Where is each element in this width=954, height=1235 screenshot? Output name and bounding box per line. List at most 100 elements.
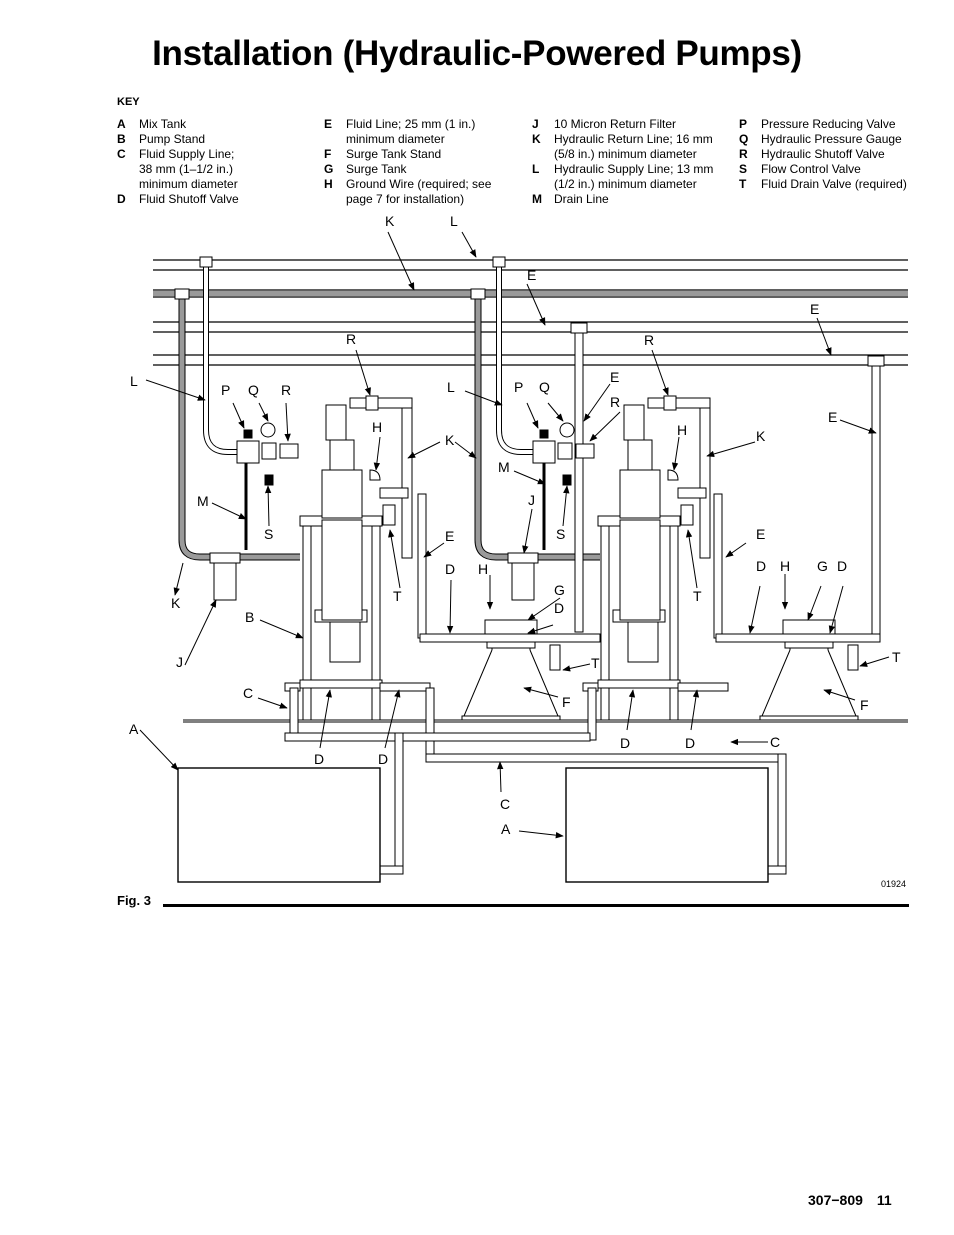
key-description: Ground Wire (required; see page 7 for in… <box>346 176 492 206</box>
key-entry: Q Hydraulic Pressure Gauge <box>739 132 929 147</box>
key-description: Pump Stand <box>139 131 206 146</box>
figure-rule <box>163 904 909 907</box>
callout-R: R <box>644 332 654 348</box>
callout-T: T <box>892 649 901 665</box>
key-letter: K <box>532 131 541 146</box>
callout-K: K <box>385 213 395 229</box>
key-description: Hydraulic Return Line; 16 mm (5/8 in.) m… <box>554 131 713 161</box>
surge-tank-right <box>715 619 881 721</box>
callout-F: F <box>860 697 869 713</box>
callout-T: T <box>693 588 702 604</box>
key-letter: F <box>324 146 332 161</box>
page-title: Installation (Hydraulic-Powered Pumps) <box>152 34 802 73</box>
key-entry: J 10 Micron Return Filter <box>532 117 727 132</box>
key-column-4: P Pressure Reducing Valve Q Hydraulic Pres… <box>739 117 929 192</box>
callout-M: M <box>498 459 510 475</box>
surge-tank-left <box>419 619 601 721</box>
key-description: Pressure Reducing Valve <box>761 117 896 131</box>
key-entry: T Fluid Drain Valve (required) <box>739 177 929 192</box>
key-description: 10 Micron Return Filter <box>554 117 677 131</box>
callout-E: E <box>527 267 536 283</box>
callout-R: R <box>281 382 291 398</box>
key-description: Mix Tank <box>139 117 187 131</box>
callout-P: P <box>221 382 230 398</box>
callout-E: E <box>756 526 765 542</box>
callout-arrows <box>139 231 890 839</box>
key-letter: M <box>532 191 542 206</box>
key-letter: A <box>117 117 126 131</box>
pump-assembly-right <box>582 395 729 741</box>
callout-Q: Q <box>539 379 550 395</box>
key-letter: B <box>117 131 126 146</box>
document-number: 307−809 <box>808 1192 863 1208</box>
callout-D: D <box>314 751 324 767</box>
callout-K: K <box>171 595 181 611</box>
pump-assembly-left <box>284 395 435 761</box>
callout-D: D <box>685 735 695 751</box>
key-description: Fluid Drain Valve (required) <box>761 176 907 191</box>
key-description: Surge Tank <box>346 161 407 176</box>
callout-labels: K L E E R R L E P Q R L P Q R E H H K K … <box>129 213 901 837</box>
callout-C: C <box>500 796 510 812</box>
fluid-supply-lines <box>284 732 787 875</box>
key-letter: G <box>324 161 334 176</box>
callout-T: T <box>393 588 402 604</box>
callout-H: H <box>478 561 488 577</box>
hydraulic-hoses-right <box>470 256 600 561</box>
callout-S: S <box>556 526 565 542</box>
callout-A: A <box>501 821 511 837</box>
key-letter: J <box>532 117 539 131</box>
key-description: Hydraulic Supply Line; 13 mm (1/2 in.) m… <box>554 161 714 191</box>
callout-H: H <box>372 419 382 435</box>
callout-E: E <box>810 301 819 317</box>
callout-T: T <box>591 655 600 671</box>
key-letter: Q <box>739 131 749 146</box>
callout-A: A <box>129 721 139 737</box>
key-entry: M Drain Line <box>532 192 727 207</box>
callout-C: C <box>770 734 780 750</box>
callout-J: J <box>528 492 535 508</box>
key-description: Flow Control Valve <box>761 161 861 176</box>
callout-R: R <box>610 394 620 410</box>
key-letter: E <box>324 117 333 131</box>
callout-D: D <box>620 735 630 751</box>
overhead-lines <box>153 259 908 366</box>
callout-K: K <box>445 432 455 448</box>
callout-F: F <box>562 694 571 710</box>
key-entry: B Pump Stand <box>117 132 312 147</box>
callout-S: S <box>264 526 273 542</box>
callout-G: G <box>554 582 565 598</box>
figure-number: 01924 <box>881 879 907 889</box>
callout-E: E <box>610 369 619 385</box>
figure-label: Fig. 3 <box>117 893 151 908</box>
key-entry: K Hydraulic Return Line; 16 mm (5/8 in.) … <box>532 132 727 162</box>
callout-D: D <box>554 600 564 616</box>
key-entry: P Pressure Reducing Valve <box>739 117 929 132</box>
valve-blocks <box>236 422 595 486</box>
key-letter: R <box>739 146 748 161</box>
callout-B: B <box>245 609 254 625</box>
key-heading: KEY <box>117 96 140 108</box>
callout-D: D <box>756 558 766 574</box>
key-description: Hydraulic Shutoff Valve <box>761 146 885 161</box>
key-letter: T <box>739 176 747 191</box>
callout-D: D <box>378 751 388 767</box>
key-description: Fluid Shutoff Valve <box>139 191 239 206</box>
key-letter: P <box>739 117 748 131</box>
key-description: Drain Line <box>554 191 609 206</box>
callout-C: C <box>243 685 253 701</box>
hydraulic-hoses-left <box>174 256 300 561</box>
callout-M: M <box>197 493 209 509</box>
callout-E: E <box>445 528 454 544</box>
callout-L: L <box>130 373 138 389</box>
key-description: Hydraulic Pressure Gauge <box>761 131 902 146</box>
